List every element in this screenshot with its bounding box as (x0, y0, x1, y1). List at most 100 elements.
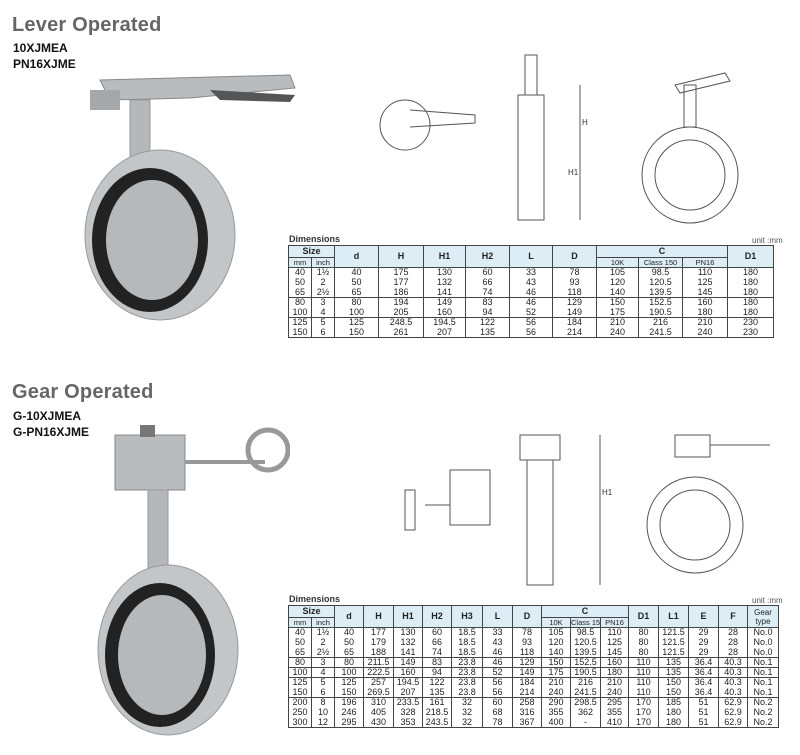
table-cell: 120 (596, 277, 640, 288)
table-cell: 100 (288, 307, 312, 318)
table-cell: 121.5 (658, 647, 690, 658)
table-cell: 1½ (310, 267, 336, 278)
header-D1: D1 (727, 245, 775, 268)
header-class150: Class 150 (570, 617, 602, 628)
table-cell: 243.5 (422, 717, 453, 728)
table-cell: 105 (596, 267, 640, 278)
table-cell: No.2 (747, 717, 780, 728)
gear-valve-image (97, 425, 290, 736)
table-cell: 180 (727, 307, 775, 318)
header-H1: H1 (393, 605, 424, 628)
table-cell: 29 (688, 637, 720, 648)
table-cell: 170 (628, 697, 660, 708)
table-cell: 50 (288, 637, 312, 648)
table-cell: 210 (541, 677, 572, 688)
table-cell: 125 (288, 677, 312, 688)
table-cell: 179 (363, 637, 395, 648)
table-cell: 120 (541, 637, 572, 648)
table-cell: 184 (512, 677, 543, 688)
header-D: D (512, 605, 543, 628)
table-cell: 295 (334, 717, 365, 728)
table-cell: 80 (288, 657, 312, 668)
table-cell: 170 (628, 707, 660, 718)
table-cell: 145 (682, 287, 729, 298)
table-cell: 150 (658, 677, 690, 688)
table-cell: 139.5 (570, 647, 602, 658)
table-cell: 210 (682, 317, 729, 328)
table-cell: 405 (363, 707, 395, 718)
table-cell: 190.5 (570, 667, 602, 678)
table-cell: 149 (393, 657, 424, 668)
header-d: d (334, 245, 380, 268)
table-cell: 410 (600, 717, 630, 728)
table-cell: 230 (727, 317, 775, 328)
table-cell: 367 (512, 717, 543, 728)
table-cell: 261 (378, 327, 425, 338)
table-cell: 120.5 (570, 637, 602, 648)
header-F: F (718, 605, 749, 628)
table-cell: 46 (509, 297, 554, 308)
table-cell: No.0 (747, 627, 780, 638)
table-cell: 316 (512, 707, 543, 718)
table-cell: 129 (552, 297, 598, 308)
table-cell: 65 (334, 287, 380, 298)
table-cell: 83 (465, 297, 511, 308)
table-cell: 139.5 (638, 287, 684, 298)
table-cell: 121.5 (658, 637, 690, 648)
svg-text:H1: H1 (602, 488, 613, 497)
table-cell: 184 (552, 317, 598, 328)
header-L1: L1 (658, 605, 690, 628)
header-inch: inch (310, 257, 336, 268)
header-mm: mm (288, 257, 312, 268)
table-cell: No.0 (747, 647, 780, 658)
header-L: L (509, 245, 554, 268)
table-cell: 188 (363, 647, 395, 658)
table-cell: 194 (378, 297, 425, 308)
table-cell: 216 (638, 317, 684, 328)
table-cell: 141 (423, 287, 467, 298)
table-cell: 149 (423, 297, 467, 308)
table-cell: 52 (482, 667, 514, 678)
header-pn16: PN16 (682, 257, 729, 268)
table-cell: 4 (310, 307, 336, 318)
table-cell: 110 (682, 267, 729, 278)
table-cell: 160 (600, 657, 630, 668)
table-cell: 46 (482, 647, 514, 658)
table-cell: 240 (596, 327, 640, 338)
table-cell: 29 (688, 627, 720, 638)
table-cell: 118 (512, 647, 543, 658)
table-cell: 80 (628, 647, 660, 658)
table-cell: 135 (658, 667, 690, 678)
table-cell: 140 (596, 287, 640, 298)
table-cell: 214 (552, 327, 598, 338)
table-cell: 78 (552, 267, 598, 278)
table-cell: 40 (288, 267, 312, 278)
table-cell: 300 (288, 717, 312, 728)
table-cell: No.0 (747, 637, 780, 648)
table-cell: 80 (288, 297, 312, 308)
table-cell: 180 (727, 297, 775, 308)
table-cell: 185 (658, 697, 690, 708)
gear-table-unit: unit :mm (752, 596, 783, 605)
table-cell: 110 (628, 687, 660, 698)
table-cell: 207 (393, 687, 424, 698)
table-cell: 150 (541, 657, 572, 668)
table-cell: 233.5 (393, 697, 424, 708)
table-cell: 295 (600, 697, 630, 708)
table-cell: 135 (658, 657, 690, 668)
header-H: H (378, 245, 425, 268)
table-cell: 120.5 (638, 277, 684, 288)
table-cell: 33 (509, 267, 554, 278)
table-cell: 40.3 (718, 657, 749, 668)
table-cell: 110 (628, 657, 660, 668)
table-cell: 152.5 (638, 297, 684, 308)
gear-dimension-drawings: H1 (404, 434, 770, 586)
table-cell: 56 (509, 317, 554, 328)
table-cell: 60 (422, 627, 453, 638)
table-cell: 32 (451, 697, 484, 708)
table-cell: 65 (288, 287, 312, 298)
